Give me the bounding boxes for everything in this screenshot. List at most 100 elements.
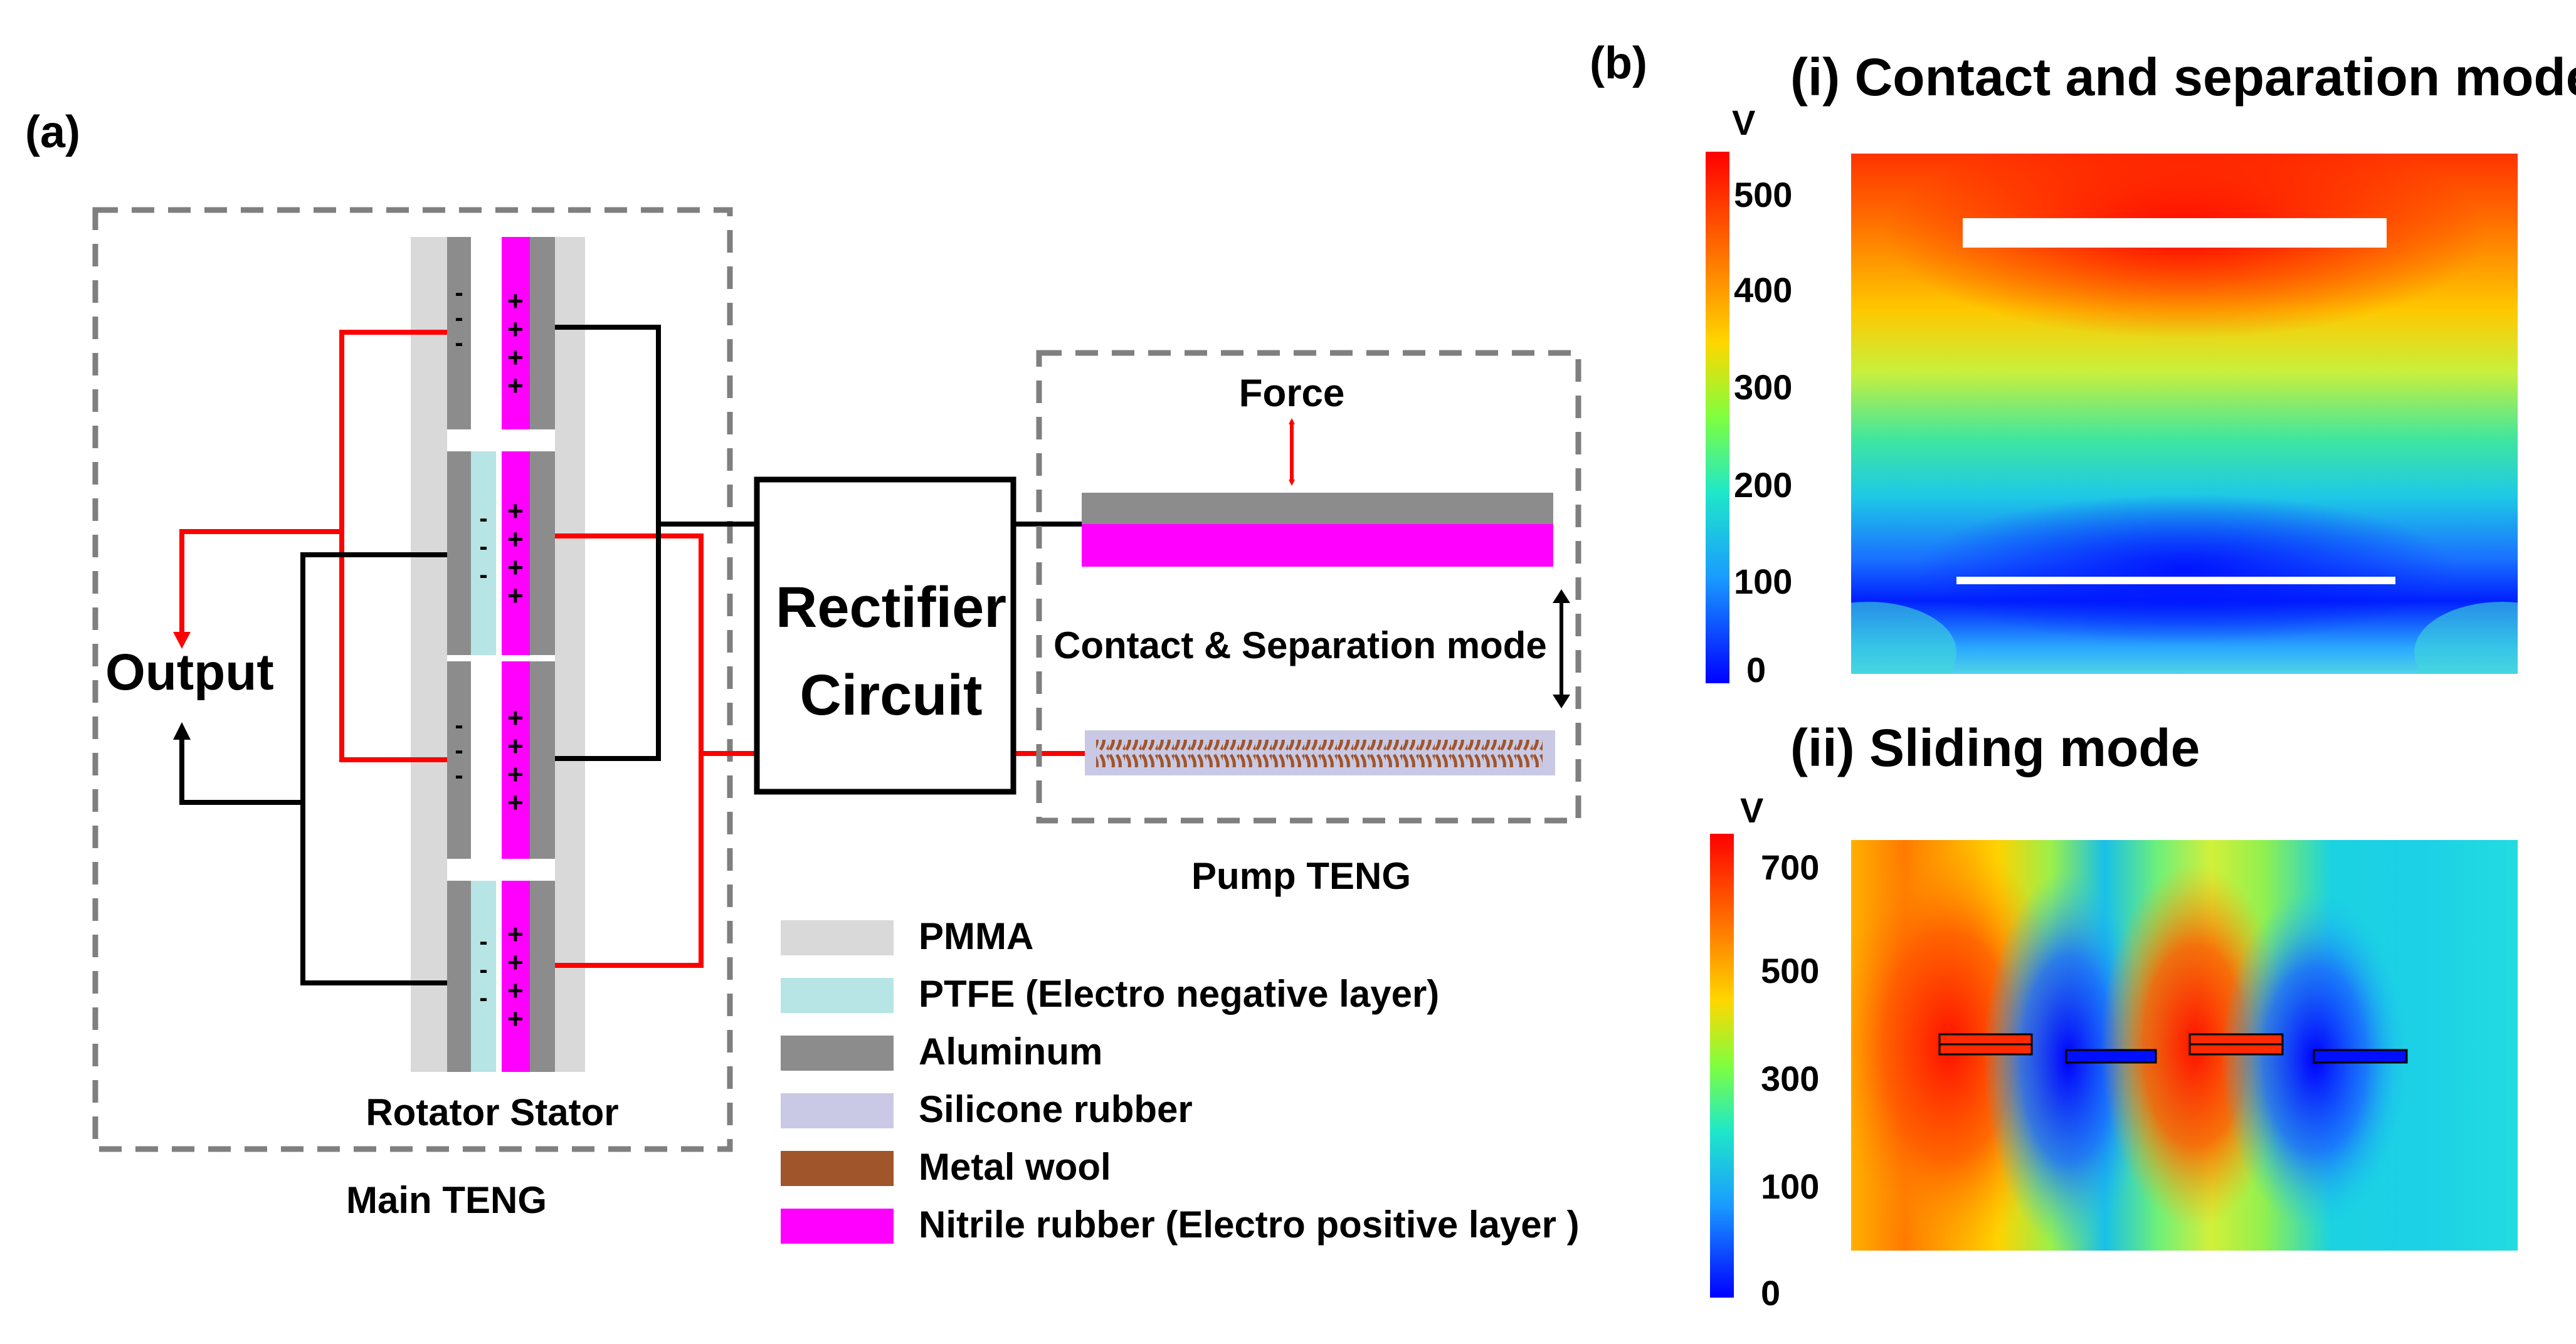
aluminum-stator-3 — [530, 661, 555, 859]
legend-swatch — [781, 1209, 894, 1244]
minus-sign: - — [479, 928, 487, 955]
aluminum-rotator-2 — [447, 451, 471, 655]
plot2-title: (ii) Sliding mode — [1790, 718, 2200, 777]
plot1-ticks: 500 400 300 200 100 0 — [1734, 175, 1792, 690]
nitrile-stator-1 — [502, 237, 530, 429]
legend-swatch — [781, 978, 894, 1013]
plus-sign: + — [507, 975, 524, 1006]
black-wire-left-rail — [300, 552, 447, 985]
aluminum-stator-4 — [530, 881, 555, 1072]
plot1-title: (i) Contact and separation mode — [1790, 48, 2576, 107]
plus-sign: + — [507, 919, 524, 950]
separation-arrow — [1553, 589, 1570, 708]
legend-swatch — [781, 1036, 894, 1071]
red-wire-right-rail — [555, 533, 704, 968]
output-label: Output — [105, 644, 274, 701]
force-label: Force — [1239, 372, 1345, 415]
legend-label: Aluminum — [919, 1031, 1102, 1073]
output-arrow-red — [173, 632, 191, 649]
plot1-bottom-electrode — [1956, 577, 2395, 584]
plus-sign: + — [507, 787, 524, 818]
plus-sign: + — [507, 1004, 524, 1034]
plus-sign: + — [507, 731, 524, 762]
minus-sign: - — [479, 984, 487, 1012]
rectifier-circuit-box — [754, 476, 1016, 795]
plus-signs: + + + + + + + + + + + + + + + + — [507, 286, 524, 1034]
legend-swatch — [781, 920, 894, 955]
panel-b-label: (b) — [1590, 38, 1647, 88]
red-wires — [179, 330, 1085, 968]
plot1-tick: 200 — [1734, 465, 1792, 505]
black-wire-output — [179, 737, 303, 805]
minus-sign: - — [455, 329, 463, 357]
pump-aluminum-plate — [1082, 493, 1553, 524]
plot1-field — [1851, 154, 2518, 674]
contact-separation-label: Contact & Separation mode — [1053, 624, 1547, 666]
plot2-unit: V — [1740, 790, 1763, 830]
nitrile-stator-3 — [502, 661, 530, 859]
minus-sign: - — [479, 956, 487, 984]
plot2-electrode-4 — [2313, 1049, 2408, 1064]
plot1-colorbar — [1706, 152, 1729, 683]
plot2-colorbar — [1710, 834, 1734, 1298]
red-wire-output — [179, 529, 342, 634]
plot2-tick: 300 — [1761, 1059, 1819, 1098]
main-teng-box — [92, 207, 733, 1152]
black-wires — [179, 325, 1085, 985]
nitrile-stator-4 — [502, 881, 530, 1072]
panel-a-label: (a) — [25, 107, 80, 157]
aluminum-rotator-3 — [447, 661, 471, 859]
minus-sign: - — [479, 561, 487, 589]
black-wire-right-rail — [555, 325, 661, 761]
legend-label: Silicone rubber — [919, 1088, 1193, 1130]
nitrile-stator-2 — [502, 451, 530, 655]
rectifier-label-line2: Circuit — [800, 663, 982, 727]
minus-sign: - — [455, 737, 463, 764]
minus-sign: - — [455, 762, 463, 789]
minus-sign: - — [479, 505, 487, 532]
plot1-top-electrode — [1963, 218, 2387, 248]
plot2-tick: 500 — [1761, 951, 1819, 990]
pump-nitrile-plate — [1082, 524, 1553, 567]
minus-sign: - — [455, 304, 463, 332]
aluminum-stator-2 — [530, 451, 555, 655]
rectifier-label-line1: Rectifier — [776, 575, 1006, 639]
plot1-tick: 100 — [1734, 562, 1792, 601]
plot2-ticks: 700 500 300 100 0 — [1761, 848, 1819, 1313]
rotator-stator-label: Rotator Stator — [366, 1091, 618, 1133]
pump-metal-wool — [1096, 740, 1543, 767]
plus-sign: + — [507, 947, 524, 978]
aluminum-rotator-4 — [447, 881, 471, 1072]
plot2-tick: 0 — [1761, 1273, 1780, 1313]
stator-segments — [447, 237, 555, 1072]
legend-label: Metal wool — [919, 1146, 1111, 1188]
plot1-tick: 300 — [1734, 367, 1792, 407]
pmma-plate-left — [411, 237, 447, 1072]
aluminum-rotator-1 — [447, 237, 471, 429]
plus-sign: + — [507, 524, 524, 555]
legend-swatch — [781, 1151, 894, 1186]
plus-sign: + — [507, 314, 524, 345]
charge-signs: - - - - - - - - - - - - — [455, 279, 487, 1012]
minus-sign: - — [455, 711, 463, 739]
plus-sign: + — [507, 342, 524, 373]
plus-sign: + — [507, 496, 524, 527]
pump-teng-caption: Pump TENG — [1191, 855, 1411, 897]
plot2-field — [1851, 840, 2518, 1251]
plot2-tick: 100 — [1761, 1167, 1819, 1206]
legend-label: PTFE (Electro negative layer) — [919, 973, 1439, 1015]
plus-sign: + — [507, 370, 524, 401]
ptfe-layer-4 — [471, 881, 496, 1072]
pmma-plate-right — [555, 237, 585, 1072]
legend-label: Nitrile rubber (Electro positive layer ) — [919, 1204, 1580, 1246]
plus-sign: + — [507, 759, 524, 790]
plot2-electrode-2 — [2065, 1049, 2157, 1064]
plot1-tick: 0 — [1746, 650, 1766, 690]
red-wire-left-rail — [339, 330, 447, 762]
main-teng-caption: Main TENG — [346, 1179, 547, 1221]
plot1-tick: 400 — [1734, 270, 1792, 310]
pump-teng-box — [1036, 350, 1581, 824]
